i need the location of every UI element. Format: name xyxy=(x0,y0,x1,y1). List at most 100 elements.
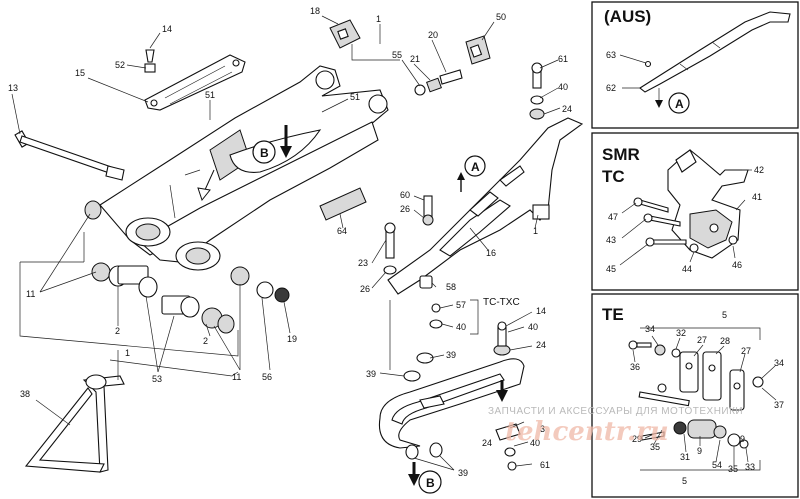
callout-21: 21 xyxy=(410,54,420,64)
callout-61: 61 xyxy=(540,460,550,470)
callout-11: 11 xyxy=(232,372,241,382)
callout-39: 39 xyxy=(458,468,468,478)
callout-5: 5 xyxy=(722,310,727,320)
callout-5: 5 xyxy=(682,476,687,486)
chain-slider-pad xyxy=(144,54,246,111)
callout-40: 40 xyxy=(558,82,568,92)
axle-slot-left xyxy=(315,70,335,90)
callout-18: 18 xyxy=(310,6,320,16)
leader-lines xyxy=(11,15,561,471)
callout-62: 62 xyxy=(606,83,616,93)
callout-15: 15 xyxy=(75,68,85,78)
callout-24: 24 xyxy=(536,340,546,350)
swingarm xyxy=(99,65,389,271)
te-bushing xyxy=(687,419,717,439)
callout-24: 24 xyxy=(562,104,572,114)
callout-26: 26 xyxy=(360,284,370,294)
callout-34: 34 xyxy=(774,358,784,368)
callout-56: 56 xyxy=(262,372,272,382)
callout-35: 35 xyxy=(728,464,738,474)
callout-51: 51 xyxy=(350,92,360,102)
callout-47: 47 xyxy=(608,212,618,222)
lower-chain-slider xyxy=(378,358,525,449)
callout-numbers: 13 14 52 15 51 51 18 1 55 21 20 50 61 40… xyxy=(8,6,784,486)
callout-14: 14 xyxy=(162,24,172,34)
stand-38 xyxy=(24,374,125,473)
callout-41: 41 xyxy=(752,192,762,202)
smr-tc-bracket xyxy=(667,149,749,259)
te-panel xyxy=(591,293,799,498)
callout-32: 32 xyxy=(676,328,686,338)
callout-44: 44 xyxy=(682,264,692,274)
pivot-axle xyxy=(14,130,125,181)
callout-52: 52 xyxy=(115,60,125,70)
marker-b-main-label: B xyxy=(260,146,269,160)
marker-a-main xyxy=(464,155,486,177)
callout-37: 37 xyxy=(774,400,784,410)
axle-adjuster-hardware xyxy=(414,69,463,96)
te-plate-28 xyxy=(702,351,722,401)
marker-b-main xyxy=(252,140,276,164)
callout-50: 50 xyxy=(496,12,506,22)
te-plate-27a xyxy=(679,351,699,393)
bolt-14 xyxy=(145,49,155,63)
callout-57: 57 xyxy=(456,300,466,310)
te-plate-27b xyxy=(729,369,745,411)
aus-chain-guide xyxy=(639,11,791,93)
smr-title: SMR xyxy=(602,145,640,164)
callout-64: 64 xyxy=(337,226,347,236)
tc-title: TC xyxy=(602,167,625,186)
callout-11: 11 xyxy=(26,289,35,299)
callout-36: 36 xyxy=(630,362,640,372)
callout-13: 13 xyxy=(8,83,18,93)
callout-60: 60 xyxy=(400,190,410,200)
marker-a-aus xyxy=(668,92,690,114)
callout-29: 29 xyxy=(632,434,642,444)
callout-27: 27 xyxy=(741,346,751,356)
tc-txc-label: TC-TXC xyxy=(483,297,520,308)
reflector-64 xyxy=(319,187,367,221)
spacer-58 xyxy=(419,275,433,289)
callout-63: 63 xyxy=(606,50,616,60)
callout-39: 39 xyxy=(446,350,456,360)
marker-a-main-label: A xyxy=(471,160,480,174)
marker-a-aus-label: A xyxy=(675,97,684,111)
callout-42: 42 xyxy=(754,165,764,175)
callout-2: 2 xyxy=(115,326,120,336)
lower-slider-hardware xyxy=(403,321,521,471)
callout-40: 40 xyxy=(456,322,466,332)
callout-1: 1 xyxy=(376,14,381,24)
callout-35: 35 xyxy=(650,442,660,452)
callout-31: 31 xyxy=(680,452,690,462)
callout-54: 54 xyxy=(712,460,722,470)
arrow-down-icon xyxy=(655,100,663,108)
te-title: TE xyxy=(602,305,624,324)
callout-23: 23 xyxy=(358,258,368,268)
pivot-bearing-stack xyxy=(84,200,290,334)
callout-2: 2 xyxy=(203,336,208,346)
callout-45: 45 xyxy=(606,264,616,274)
aus-title: (AUS) xyxy=(604,7,651,26)
callout-3: 3 xyxy=(540,424,545,434)
chain-guard-bolts xyxy=(383,62,545,329)
callout-55: 55 xyxy=(392,50,402,60)
callout-43: 43 xyxy=(606,235,616,245)
callout-24: 24 xyxy=(482,438,492,448)
callout-58: 58 xyxy=(446,282,456,292)
callout-40: 40 xyxy=(528,322,538,332)
smr-tc-bolts xyxy=(633,197,738,253)
watermark-text: ЗАПЧАСТИ И АКСЕССУАРЫ ДЛЯ МОТОТЕХНИКИ xyxy=(488,406,743,417)
te-leader-lines xyxy=(632,335,777,466)
axle-slot-right xyxy=(368,94,388,114)
callout-53: 53 xyxy=(152,374,162,384)
arrow-up-icon xyxy=(457,172,465,180)
callout-14: 14 xyxy=(536,306,546,316)
bracket-line xyxy=(19,262,239,357)
callout-9: 9 xyxy=(697,446,702,456)
chain-guard xyxy=(387,117,584,295)
callout-38: 38 xyxy=(20,389,30,399)
callout-28: 28 xyxy=(720,336,730,346)
callout-39: 39 xyxy=(366,369,376,379)
te-hardware xyxy=(628,327,764,471)
